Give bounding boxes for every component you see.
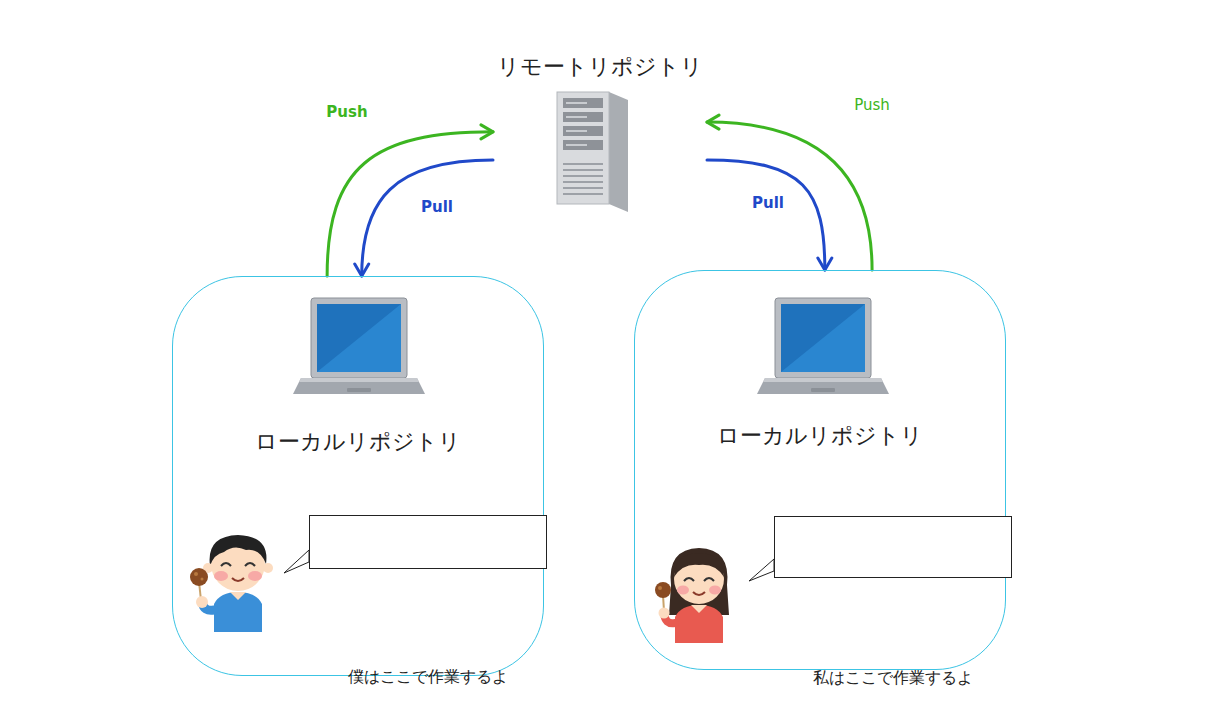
node-label: ローカルリポジトリ bbox=[635, 421, 1005, 451]
server-icon-part bbox=[566, 130, 587, 132]
boy-illustration-part bbox=[201, 578, 204, 581]
server-icon-part bbox=[557, 92, 609, 204]
server-icon bbox=[557, 92, 628, 212]
boy-illustration-part bbox=[194, 572, 198, 576]
flow-arrow bbox=[327, 132, 493, 276]
server-icon-part bbox=[563, 98, 603, 108]
girl-illustration-part bbox=[704, 578, 714, 581]
boy-illustration-part bbox=[232, 578, 244, 581]
speech-bubble: 僕はここで作業するよ bbox=[309, 515, 547, 569]
local-repository-panel: ローカルリポジトリ私はここで作業するよ bbox=[634, 270, 1006, 670]
server-icon-part bbox=[563, 169, 603, 171]
server-icon-part bbox=[609, 92, 628, 212]
edge-label: Push bbox=[851, 96, 893, 115]
node-label: ローカルリポジトリ bbox=[173, 427, 543, 457]
girl-illustration-part bbox=[691, 605, 707, 613]
server-icon-part bbox=[566, 116, 587, 118]
girl-illustration bbox=[655, 548, 729, 643]
server-icon-part bbox=[563, 187, 603, 189]
girl-illustration-part bbox=[693, 592, 705, 595]
laptop-icon-part bbox=[811, 388, 835, 392]
laptop-icon-part bbox=[763, 378, 883, 382]
bubble-tail bbox=[284, 550, 309, 573]
laptop-icon-part bbox=[299, 378, 419, 382]
girl-illustration-part bbox=[684, 578, 694, 581]
server-icon-part bbox=[563, 126, 603, 136]
boy-illustration-part bbox=[214, 592, 262, 632]
flow-arrow bbox=[707, 160, 825, 270]
flow-arrow bbox=[362, 160, 493, 276]
girl-illustration-part bbox=[669, 548, 729, 615]
laptop-icon-part bbox=[317, 304, 401, 372]
server-icon-part bbox=[563, 140, 603, 150]
boy-illustration-part bbox=[263, 563, 273, 573]
laptop-icon-part bbox=[757, 378, 889, 394]
remote-repository: リモートリポジトリ bbox=[493, 52, 707, 215]
server-icon-part bbox=[566, 144, 587, 146]
boy-illustration-part bbox=[210, 535, 267, 566]
server-icon-part bbox=[563, 181, 603, 183]
node-label: リモートリポジトリ bbox=[493, 52, 707, 82]
boy-illustration-part bbox=[214, 571, 228, 581]
boy-illustration-part bbox=[248, 571, 262, 581]
server-icon-part bbox=[563, 163, 603, 165]
girl-illustration-part bbox=[675, 605, 723, 643]
laptop-icon-part bbox=[311, 298, 407, 378]
girl-illustration-part bbox=[655, 582, 671, 598]
speech-text: 私はここで作業するよ bbox=[775, 667, 1011, 689]
girl-illustration-part bbox=[709, 586, 721, 595]
local-repository-panel: ローカルリポジトリ僕はここで作業するよ bbox=[172, 276, 544, 676]
flow-arrow bbox=[707, 122, 872, 270]
laptop-icon-part bbox=[781, 304, 865, 372]
bubble-tail bbox=[749, 559, 774, 581]
boy-illustration-part bbox=[221, 563, 231, 566]
edge-label: Push bbox=[323, 103, 370, 122]
speech-bubble: 私はここで作業するよ bbox=[774, 516, 1012, 578]
laptop-icon-part bbox=[781, 304, 865, 372]
boy-illustration-part bbox=[196, 596, 208, 608]
boy-illustration-part bbox=[230, 592, 246, 600]
server-icon-part bbox=[566, 102, 587, 104]
laptop-icon bbox=[293, 298, 425, 394]
server-icon-part bbox=[563, 112, 603, 122]
laptop-icon-part bbox=[293, 378, 425, 394]
girl-illustration-part bbox=[658, 586, 662, 590]
girl-illustration-part bbox=[674, 553, 724, 577]
server-icon-part bbox=[563, 175, 603, 177]
laptop-icon-part bbox=[317, 304, 401, 372]
girl-illustration-part bbox=[659, 608, 670, 619]
girl-illustration-part bbox=[677, 586, 689, 595]
server-icon-part bbox=[563, 193, 603, 195]
edge-label: Pull bbox=[418, 198, 456, 217]
boy-illustration-part bbox=[245, 563, 255, 566]
laptop-icon-part bbox=[775, 298, 871, 378]
edge-label: Pull bbox=[749, 194, 787, 213]
girl-illustration-part bbox=[674, 554, 724, 604]
speech-text: 僕はここで作業するよ bbox=[310, 666, 546, 688]
boy-illustration-part bbox=[190, 568, 208, 586]
laptop-icon bbox=[757, 298, 889, 394]
laptop-icon-part bbox=[347, 388, 371, 392]
boy-illustration bbox=[190, 535, 273, 632]
